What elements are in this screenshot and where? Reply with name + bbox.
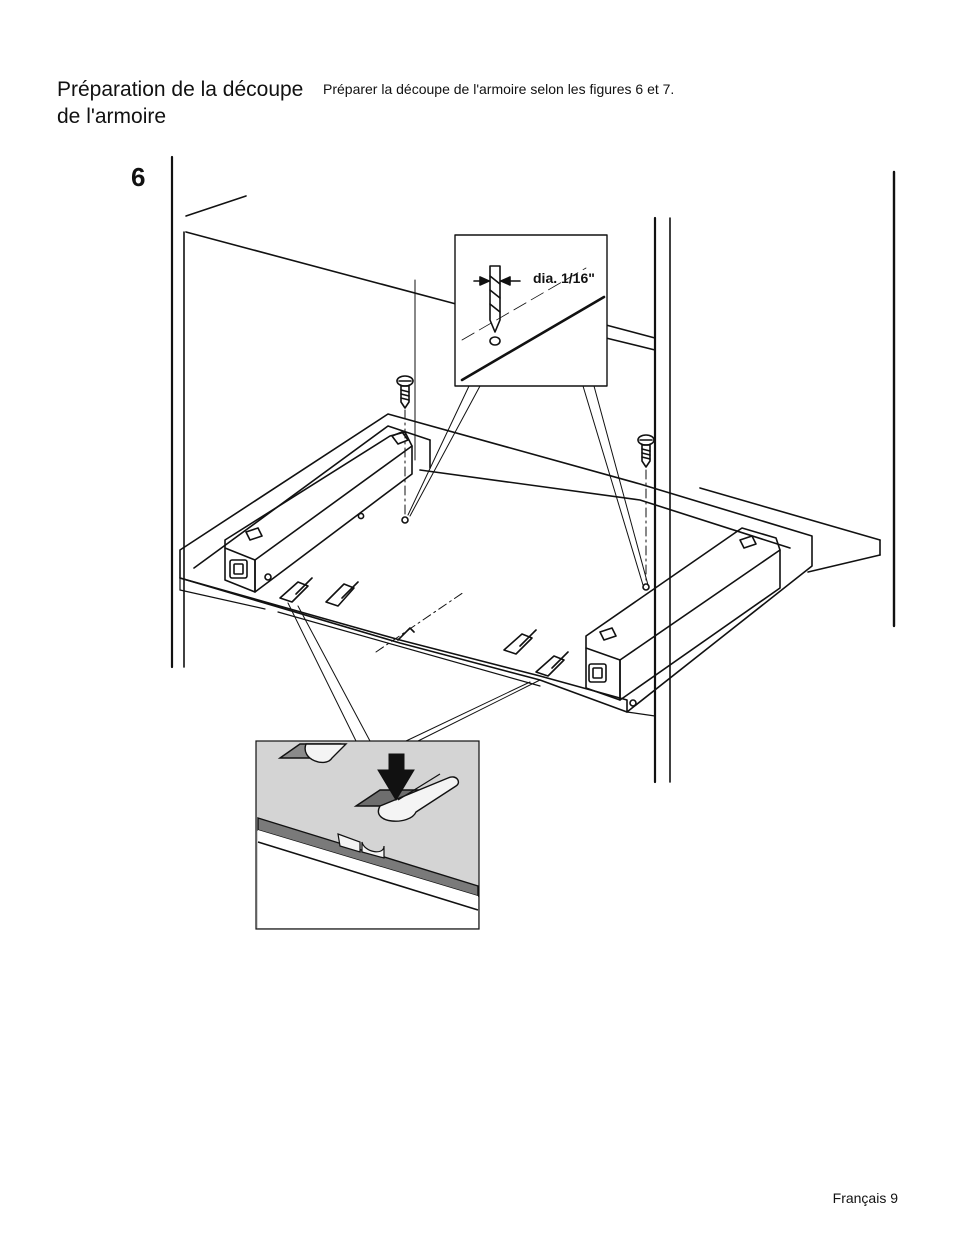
drill-diameter-label: dia. 1/16"	[533, 270, 595, 286]
tab-detail-inset	[255, 740, 480, 930]
screw-right-icon	[637, 434, 655, 591]
page-footer: Français 9	[832, 1190, 898, 1206]
figure-number: 6	[131, 162, 146, 192]
down-arrow-icon	[377, 753, 415, 801]
screw-left-icon	[396, 375, 414, 524]
intro-text: Préparer la découpe de l'armoire selon l…	[323, 81, 675, 97]
section-title: Préparation de la découpe de l'armoire	[57, 78, 304, 128]
drill-bit-icon	[489, 265, 501, 346]
